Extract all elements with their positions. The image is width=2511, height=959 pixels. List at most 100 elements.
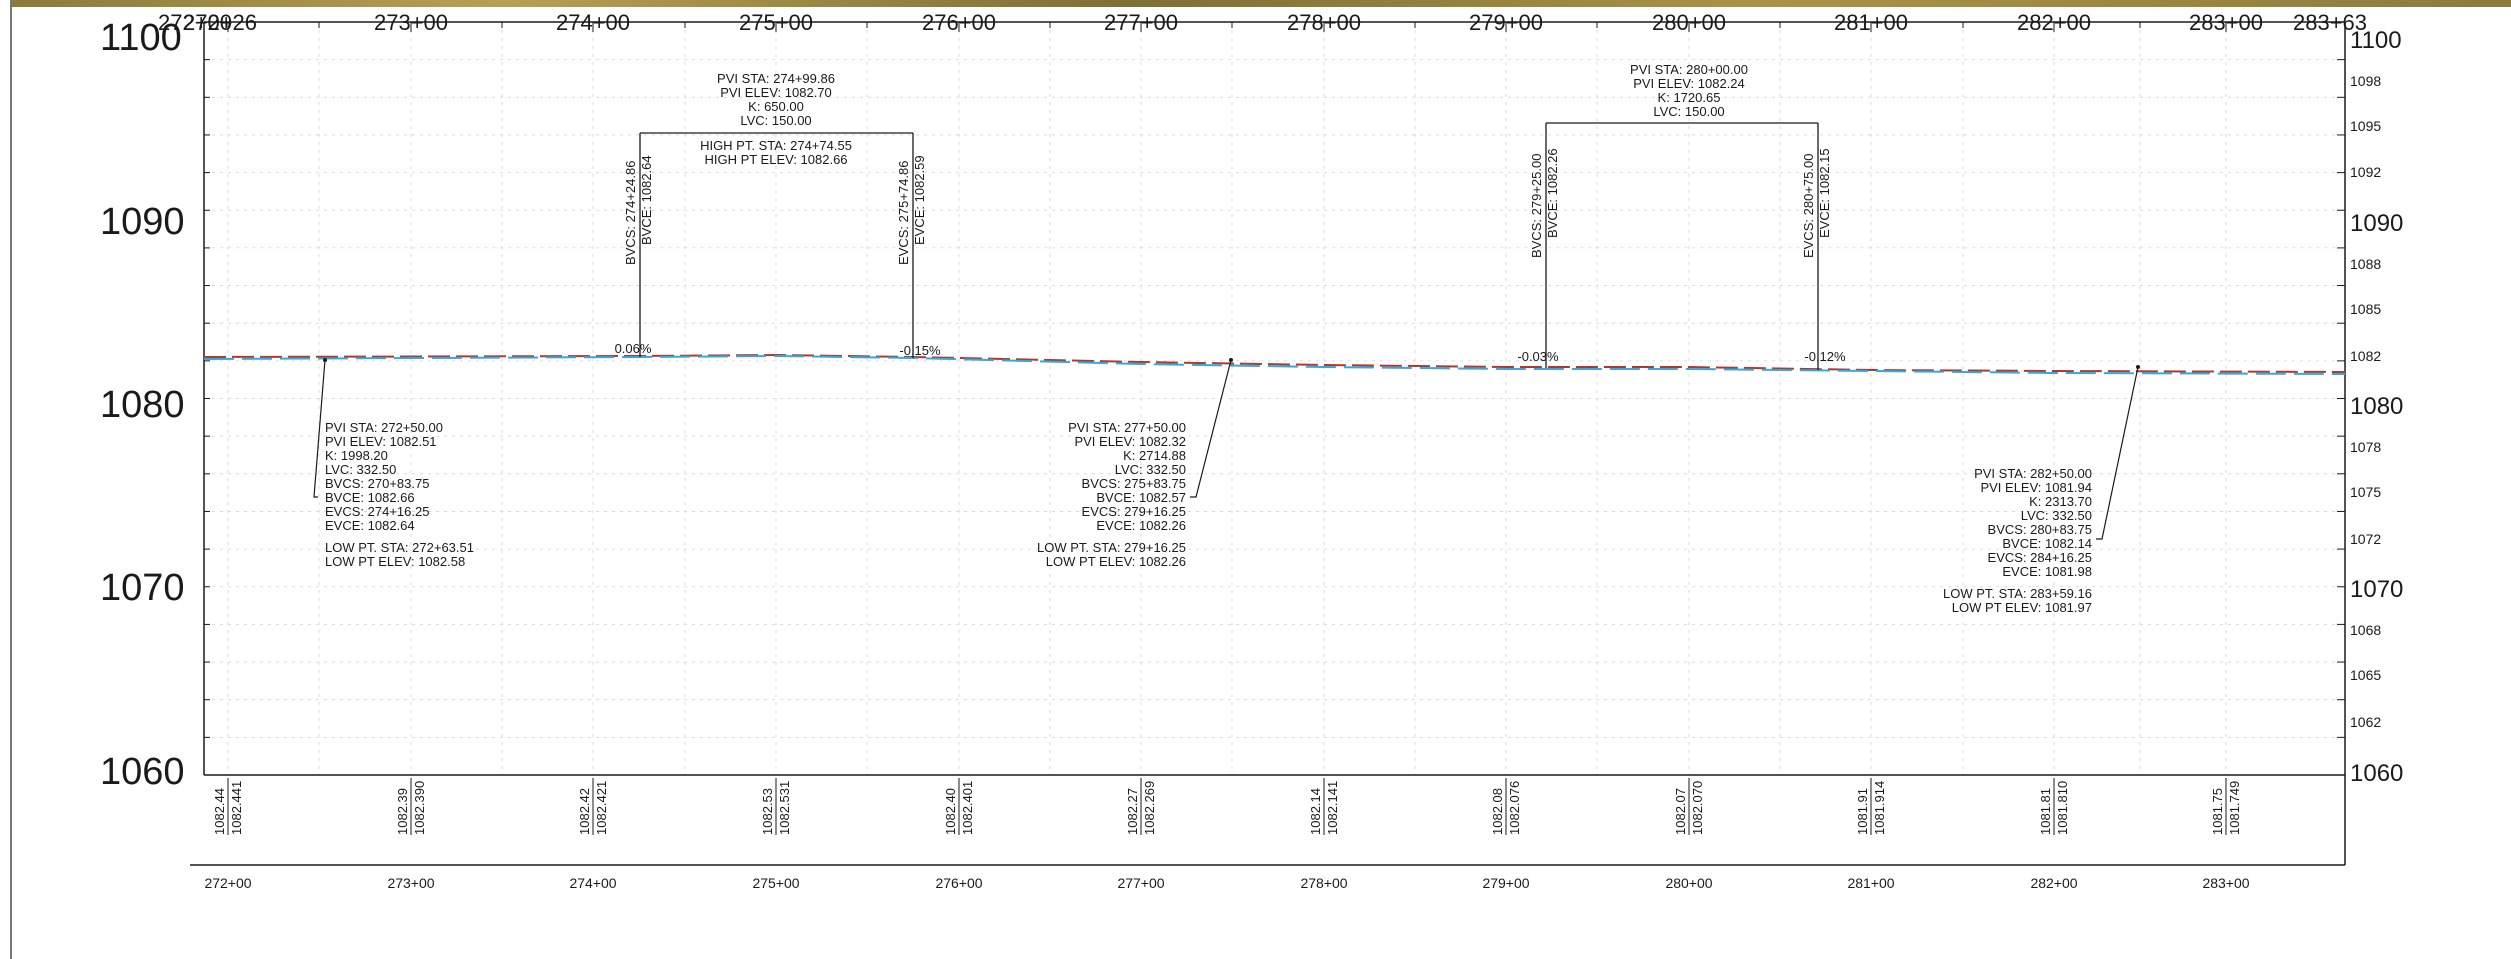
proposed-elev: 1082.421 — [594, 781, 609, 835]
bottom-station-label: 282+00 — [2030, 875, 2077, 891]
existing-elev: 1082.14 — [1308, 788, 1323, 835]
pvi-elev: PVI ELEV: 1082.70 — [720, 85, 832, 100]
callout-line: BVCS: 275+83.75 — [1082, 476, 1186, 491]
left-elevation-labels: 1100 1090 1080 1070 1060 — [100, 17, 185, 793]
bottom-station-label: 279+00 — [1482, 875, 1529, 891]
high-pt-elev: HIGH PT ELEV: 1082.66 — [704, 152, 847, 167]
lvc: LVC: 150.00 — [1653, 104, 1724, 119]
top-station-label: 272+00 — [158, 10, 232, 35]
right-elevation-label: 1075 — [2350, 484, 2381, 500]
top-station-label: 273+00 — [374, 10, 448, 35]
callout-line: LOW PT. STA: 272+63.51 — [325, 540, 474, 555]
callout-line: LOW PT. STA: 279+16.25 — [1037, 540, 1186, 555]
proposed-elev: 1082.070 — [1690, 781, 1705, 835]
top-station-label: 282+00 — [2017, 10, 2091, 35]
proposed-elev: 1082.401 — [960, 781, 975, 835]
bottom-station-label: 276+00 — [935, 875, 982, 891]
lvc: LVC: 150.00 — [740, 113, 811, 128]
existing-ground-line — [203, 353, 2346, 373]
left-elevation-label: 1060 — [100, 751, 185, 793]
right-elevation-label: 1088 — [2350, 256, 2381, 272]
right-elevation-labels: 1100 1098 1095 1092 1090 1088 1085 1082 … — [2350, 27, 2403, 787]
right-elevation-label: 1082 — [2350, 348, 2381, 364]
bvce-label: BVCE: 1082.64 — [639, 155, 654, 245]
top-station-label: 274+00 — [556, 10, 630, 35]
bvcs-label: BVCS: 274+24.86 — [623, 161, 638, 265]
callout-line: K: 2313.70 — [2029, 494, 2092, 509]
elevation-column: 1082.08 1082.076 — [1490, 778, 1522, 835]
existing-elev: 1081.81 — [2038, 788, 2053, 835]
top-station-label: 283+63 — [2293, 10, 2367, 35]
existing-elev: 1082.07 — [1673, 788, 1688, 835]
right-elevation-label: 1090 — [2350, 210, 2403, 237]
existing-elev: 1082.53 — [760, 788, 775, 835]
right-elevation-label: 1068 — [2350, 622, 2381, 638]
right-elevation-label: 1078 — [2350, 439, 2381, 455]
existing-elev: 1082.27 — [1125, 788, 1140, 835]
callout-line: EVCE: 1081.98 — [2002, 564, 2092, 579]
right-elevation-label: 1085 — [2350, 301, 2381, 317]
top-station-label: 275+00 — [739, 10, 813, 35]
top-station-label: 280+00 — [1652, 10, 1726, 35]
existing-elev: 1082.08 — [1490, 788, 1505, 835]
right-elevation-label: 1070 — [2350, 576, 2403, 603]
bottom-station-label: 272+00 — [204, 875, 251, 891]
top-station-label: 279+00 — [1469, 10, 1543, 35]
callout-line: LVC: 332.50 — [1115, 462, 1186, 477]
callout-line: EVCS: 279+16.25 — [1082, 504, 1186, 519]
existing-elev: 1081.91 — [1855, 788, 1870, 835]
callout-line: EVCS: 284+16.25 — [1988, 550, 2092, 565]
pvi-sta: PVI STA: 280+00.00 — [1630, 62, 1748, 77]
top-station-label: 277+00 — [1104, 10, 1178, 35]
grid-lines — [204, 21, 2345, 776]
evce-label: EVCE: 1082.15 — [1817, 148, 1832, 238]
grade-label: -0.03% — [1517, 349, 1559, 364]
sag-curve-1-callout: PVI STA: 272+50.00 PVI ELEV: 1082.51 K: … — [325, 420, 474, 569]
callout-line: PVI STA: 272+50.00 — [325, 420, 443, 435]
proposed-elev: 1082.141 — [1325, 781, 1340, 835]
bottom-station-label: 281+00 — [1847, 875, 1894, 891]
left-elevation-label: 1070 — [100, 567, 185, 609]
elevation-column: 1082.27 1082.269 — [1125, 778, 1157, 835]
top-station-labels: 272+00 272+26 273+00 274+00 275+00 276+0… — [158, 10, 2367, 35]
existing-elev: 1081.75 — [2210, 788, 2225, 835]
sag-curve-3-callout: PVI STA: 282+50.00 PVI ELEV: 1081.94 K: … — [1943, 466, 2092, 615]
callout-line: EVCE: 1082.26 — [1096, 518, 1186, 533]
elevation-column: 1082.53 1082.531 — [760, 778, 792, 835]
callout-line: LVC: 332.50 — [325, 462, 396, 477]
left-elevation-label: 1090 — [100, 201, 185, 243]
title-strip — [0, 0, 2511, 7]
grade-label: -0.15% — [899, 343, 941, 358]
k-value: K: 1720.65 — [1658, 90, 1721, 105]
top-station-label: 276+00 — [922, 10, 996, 35]
bottom-station-label: 277+00 — [1117, 875, 1164, 891]
callout-line: LOW PT ELEV: 1082.26 — [1046, 554, 1186, 569]
existing-elev: 1082.42 — [577, 788, 592, 835]
callout-line: LOW PT ELEV: 1081.97 — [1952, 600, 2092, 615]
callout-line: BVCE: 1082.14 — [2002, 536, 2092, 551]
elevation-column: 1082.39 1082.390 — [395, 778, 427, 835]
proposed-grade-line — [203, 354, 2346, 375]
callout-line: LOW PT ELEV: 1082.58 — [325, 554, 465, 569]
right-elevation-label: 1095 — [2350, 118, 2381, 134]
proposed-elev: 1082.390 — [412, 781, 427, 835]
sag-curve-2-callout: PVI STA: 277+50.00 PVI ELEV: 1082.32 K: … — [1037, 420, 1186, 569]
proposed-elev: 1082.531 — [777, 781, 792, 835]
proposed-elev: 1081.914 — [1872, 781, 1887, 835]
callout-line: EVCE: 1082.64 — [325, 518, 415, 533]
callout-line: PVI ELEV: 1082.32 — [1074, 434, 1186, 449]
grade-label: 0.06% — [615, 341, 652, 356]
evcs-label: EVCS: 275+74.86 — [896, 161, 911, 265]
right-elevation-label: 1092 — [2350, 164, 2381, 180]
right-elevation-label: 1072 — [2350, 531, 2381, 547]
elevation-column: 1082.44 1082.441 — [212, 778, 244, 835]
grade-label: -0.12% — [1804, 349, 1846, 364]
elevation-column: 1082.42 1082.421 — [577, 778, 609, 835]
callout-line: PVI ELEV: 1082.51 — [325, 434, 437, 449]
proposed-elev: 1081.749 — [2227, 781, 2242, 835]
k-value: K: 650.00 — [748, 99, 804, 114]
elevation-column: 1082.07 1082.070 — [1673, 778, 1705, 835]
callout-line: BVCE: 1082.66 — [325, 490, 415, 505]
bottom-station-label: 273+00 — [387, 875, 434, 891]
